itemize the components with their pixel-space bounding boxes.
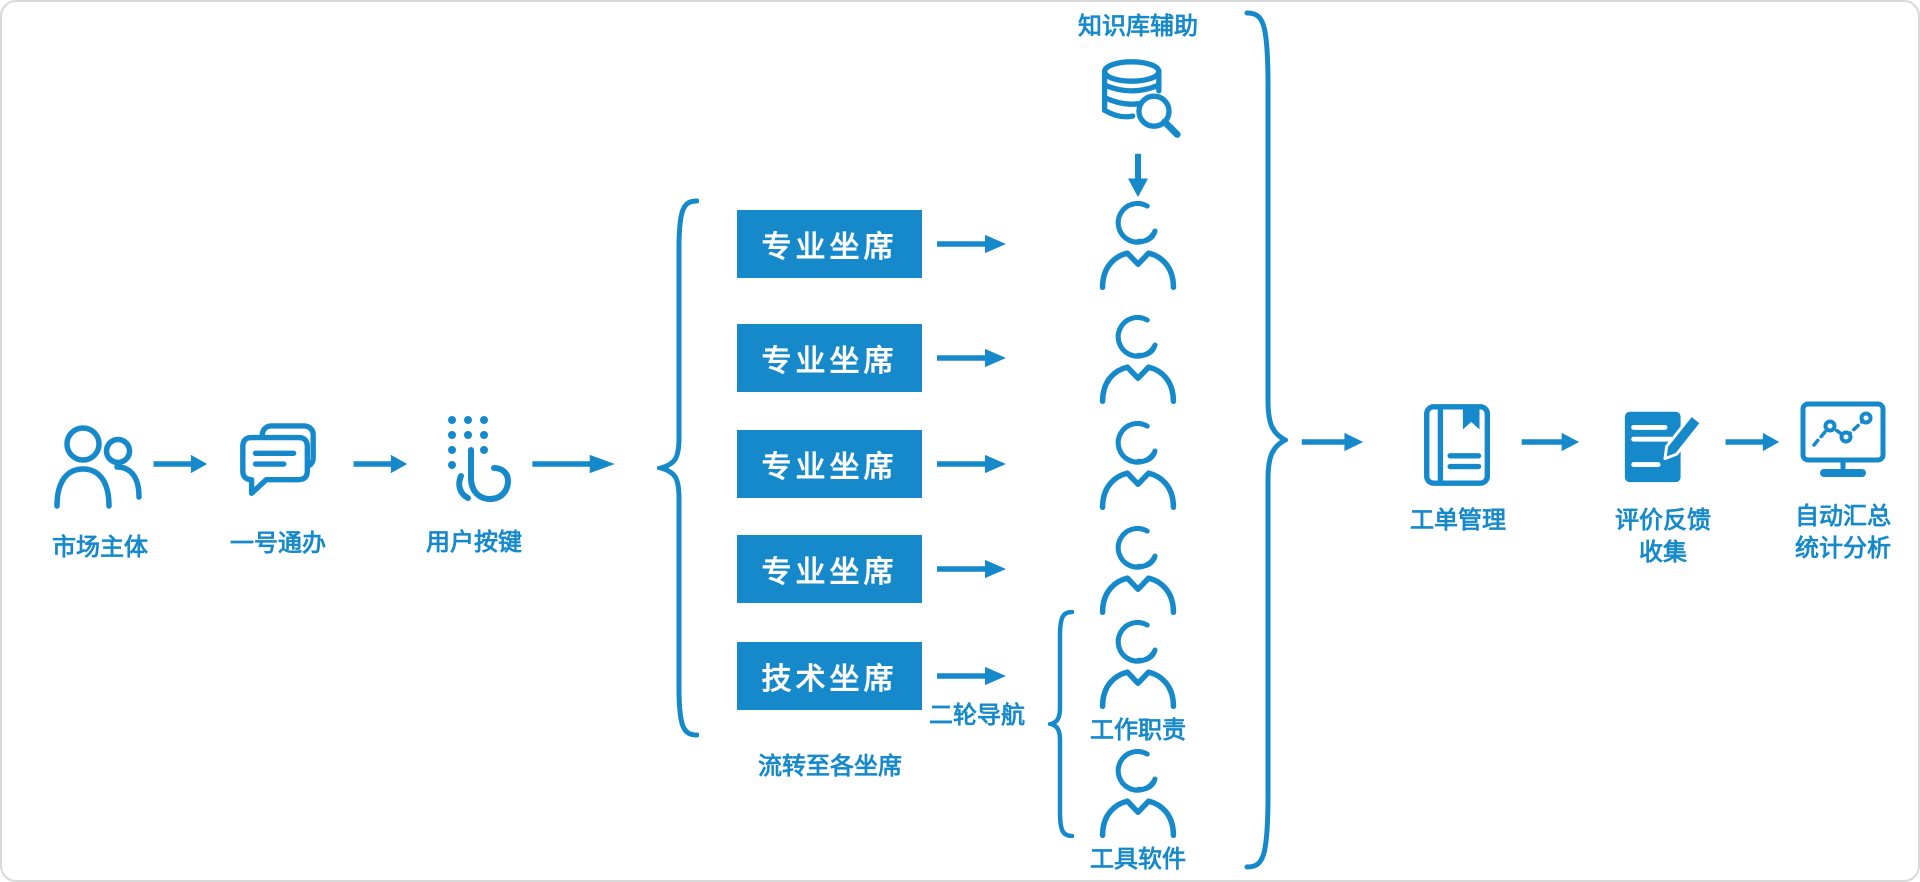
chat-bubbles-icon — [228, 421, 328, 507]
seat-box: 专业坐席 — [737, 324, 922, 392]
arrow-right-icon — [935, 453, 1007, 475]
summary-label-line2: 统计分析 — [1795, 534, 1891, 563]
arrow-right-icon — [1520, 431, 1580, 453]
summary-node: 自动汇总 统计分析 — [1764, 398, 1918, 565]
dial-pad-hand-icon — [427, 410, 522, 512]
work-order-node: 工单管理 — [1380, 400, 1536, 536]
support-agent-icon — [1094, 312, 1182, 404]
summary-label: 自动汇总 统计分析 — [1795, 500, 1891, 565]
user-keypress-label: 用户按键 — [426, 528, 522, 556]
user-keypress-node: 用户按键 — [392, 410, 556, 558]
arrow-right-icon — [935, 233, 1007, 255]
work-order-book-icon — [1414, 400, 1502, 490]
seat-box: 技术坐席 — [737, 642, 922, 710]
route-to-seats-label: 流转至各坐席 — [758, 752, 902, 780]
support-agent-icon — [1094, 746, 1182, 838]
document-pencil-icon — [1619, 400, 1707, 490]
second-nav-brace — [1048, 610, 1074, 838]
feedback-label: 评价反馈 收集 — [1615, 504, 1711, 569]
support-agent-icon — [1094, 198, 1182, 290]
seat-box: 专业坐席 — [737, 210, 922, 278]
one-number-node: 一号通办 — [196, 421, 360, 559]
database-search-icon — [1092, 56, 1184, 148]
second-round-nav-label: 二轮导航 — [929, 701, 1025, 729]
knowledge-base-node: 知识库辅助 — [1060, 10, 1216, 148]
knowledge-base-label: 知识库辅助 — [1078, 12, 1198, 40]
arrow-down-icon — [1126, 152, 1150, 198]
seat-box: 专业坐席 — [737, 535, 922, 603]
arrow-right-icon — [1300, 431, 1364, 453]
support-agent-icon — [1094, 418, 1182, 510]
arrow-right-icon — [935, 347, 1007, 369]
monitor-chart-icon — [1797, 398, 1889, 486]
one-number-label: 一号通办 — [230, 529, 326, 557]
arrow-right-icon — [935, 665, 1007, 687]
support-agent-icon — [1094, 523, 1182, 615]
feedback-label-line2: 收集 — [1639, 538, 1687, 567]
arrow-right-icon — [530, 453, 616, 475]
market-entity-node: 市场主体 — [20, 416, 180, 563]
right-brace — [1244, 10, 1288, 870]
left-brace — [657, 198, 699, 738]
agent-duty-label: 工作职责 — [1090, 716, 1186, 744]
two-users-icon — [50, 416, 150, 511]
work-order-label: 工单管理 — [1410, 506, 1506, 534]
arrow-right-icon — [935, 558, 1007, 580]
feedback-node: 评价反馈 收集 — [1584, 400, 1742, 569]
agent-tools-label: 工具软件 — [1090, 845, 1186, 873]
support-agent-icon — [1094, 617, 1182, 709]
feedback-label-line1: 评价反馈 — [1615, 506, 1711, 534]
summary-label-line1: 自动汇总 — [1795, 502, 1891, 530]
seat-box: 专业坐席 — [737, 430, 922, 498]
market-entity-label: 市场主体 — [52, 533, 148, 561]
